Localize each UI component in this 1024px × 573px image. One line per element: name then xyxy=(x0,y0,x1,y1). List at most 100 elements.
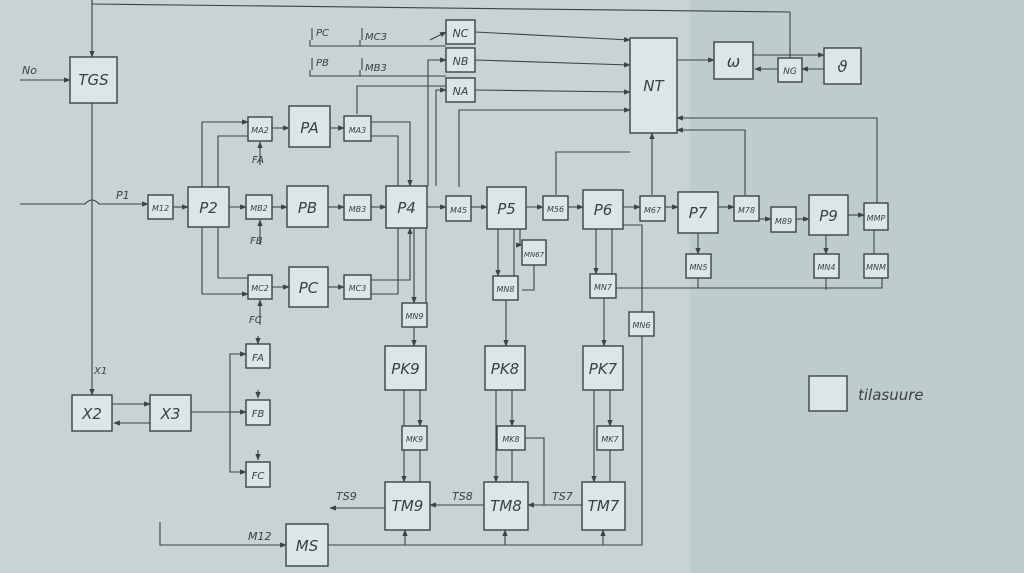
block-mb2: MB2 xyxy=(245,194,273,220)
svg-text:PA: PA xyxy=(300,119,319,137)
signal-label-fa: FA xyxy=(252,155,264,166)
block-mnm: MNM xyxy=(863,253,889,279)
svg-text:M78: M78 xyxy=(738,206,755,215)
block-mk9: MK9 xyxy=(401,425,428,451)
block-pc: PC xyxy=(288,266,329,308)
block-mb3: MB3 xyxy=(343,194,372,221)
block-ma2: MA2 xyxy=(247,116,273,142)
svg-text:MK7: MK7 xyxy=(601,435,619,444)
block-tm8: TM8 xyxy=(483,481,529,531)
svg-text:PK8: PK8 xyxy=(491,360,519,378)
block-mn8: MN8 xyxy=(492,275,519,301)
block-mn9: MN9 xyxy=(401,302,428,328)
svg-text:ϑ: ϑ xyxy=(838,57,848,76)
block-p4: P4 xyxy=(385,185,428,229)
svg-text:NG: NG xyxy=(783,67,797,77)
block-mn4: MN4 xyxy=(813,253,840,279)
block-ma3: MA3 xyxy=(343,115,372,142)
legend: tilasuure xyxy=(808,375,924,412)
svg-text:MB3: MB3 xyxy=(349,205,366,214)
block-mn7: MN7 xyxy=(589,273,617,299)
svg-text:M67: M67 xyxy=(644,206,662,215)
svg-text:TGS: TGS xyxy=(78,71,109,89)
svg-text:MN5: MN5 xyxy=(690,263,708,272)
svg-text:P5: P5 xyxy=(497,200,516,218)
svg-text:P4: P4 xyxy=(397,199,416,217)
input-label-x1: X1 xyxy=(93,366,107,377)
block-tgs: TGS xyxy=(69,56,118,104)
block-x3: X3 xyxy=(149,394,192,432)
svg-text:MK9: MK9 xyxy=(406,435,423,444)
signal-label-pc: PC xyxy=(316,28,329,39)
svg-text:TM9: TM9 xyxy=(392,497,424,515)
block-pa: PA xyxy=(288,105,331,148)
svg-text:P6: P6 xyxy=(594,201,613,219)
block-mk7: MK7 xyxy=(596,425,624,451)
svg-text:M56: M56 xyxy=(547,205,564,214)
block-nb: NB xyxy=(445,47,476,73)
block-tm9: TM9 xyxy=(384,481,431,531)
paper-shade xyxy=(690,0,1024,573)
signal-label-fb: FB xyxy=(250,236,263,247)
svg-text:M45: M45 xyxy=(450,206,467,215)
svg-text:PK7: PK7 xyxy=(589,360,618,378)
svg-text:FA: FA xyxy=(252,353,264,364)
block-m56: M56 xyxy=(542,195,569,221)
block-mc2: MC2 xyxy=(247,274,273,300)
svg-text:NA: NA xyxy=(453,85,469,98)
block-pk9: PK9 xyxy=(384,345,427,391)
svg-text:MN7: MN7 xyxy=(594,283,613,292)
block-p6: P6 xyxy=(582,189,624,230)
svg-text:ω: ω xyxy=(727,52,740,71)
block-pk8: PK8 xyxy=(484,345,526,391)
svg-text:X2: X2 xyxy=(81,405,102,423)
svg-text:M89: M89 xyxy=(775,217,792,226)
signal-label-mb3: MB3 xyxy=(365,63,387,74)
block-omega: ω xyxy=(713,41,754,80)
svg-text:MN8: MN8 xyxy=(497,285,515,294)
signal-label-fc: FC xyxy=(249,315,262,326)
svg-text:PB: PB xyxy=(298,199,317,217)
block-mk8: MK8 xyxy=(496,425,526,451)
svg-text:M12: M12 xyxy=(152,204,169,213)
svg-text:NT: NT xyxy=(643,77,665,95)
block-p5: P5 xyxy=(486,186,527,230)
input-label-no: No xyxy=(22,64,37,77)
svg-text:TM8: TM8 xyxy=(490,497,522,515)
signal-label-ts8: TS8 xyxy=(452,490,473,503)
block-fc: FC xyxy=(245,461,271,488)
svg-text:MN6: MN6 xyxy=(633,321,651,330)
svg-text:NB: NB xyxy=(453,55,469,68)
block-pb: PB xyxy=(286,185,329,228)
block-fb: FB xyxy=(245,399,271,426)
block-ng: NG xyxy=(777,57,803,83)
svg-text:P2: P2 xyxy=(199,199,218,217)
block-tm7: TM7 xyxy=(581,481,626,531)
svg-text:PK9: PK9 xyxy=(391,360,419,378)
diagram-blocks: TGS X2 X3 MS P2 PA PB PC P4 P5 P6 P7 P9 … xyxy=(69,19,889,567)
block-m78: M78 xyxy=(733,195,760,222)
block-mn67: MN67 xyxy=(521,239,547,266)
block-nc: NC xyxy=(445,19,476,45)
svg-text:MMP: MMP xyxy=(867,214,886,223)
signal-label-mc3: MC3 xyxy=(365,32,387,43)
svg-text:MN9: MN9 xyxy=(406,312,424,321)
block-m45: M45 xyxy=(445,195,472,222)
svg-text:PC: PC xyxy=(299,279,319,297)
block-p7: P7 xyxy=(677,191,719,234)
svg-text:P7: P7 xyxy=(689,204,708,222)
svg-text:X3: X3 xyxy=(160,405,181,423)
legend-label: tilasuure xyxy=(858,386,924,404)
svg-text:FC: FC xyxy=(252,471,265,482)
block-mc3: MC3 xyxy=(343,274,372,300)
svg-text:MK8: MK8 xyxy=(502,435,519,444)
block-nt: NT xyxy=(629,37,678,134)
svg-text:NC: NC xyxy=(453,27,469,40)
block-m12: M12 xyxy=(147,194,174,220)
legend-swatch xyxy=(808,375,848,412)
signal-label-ts7: TS7 xyxy=(552,490,573,503)
svg-text:MN4: MN4 xyxy=(818,263,836,272)
block-x2: X2 xyxy=(71,394,113,432)
